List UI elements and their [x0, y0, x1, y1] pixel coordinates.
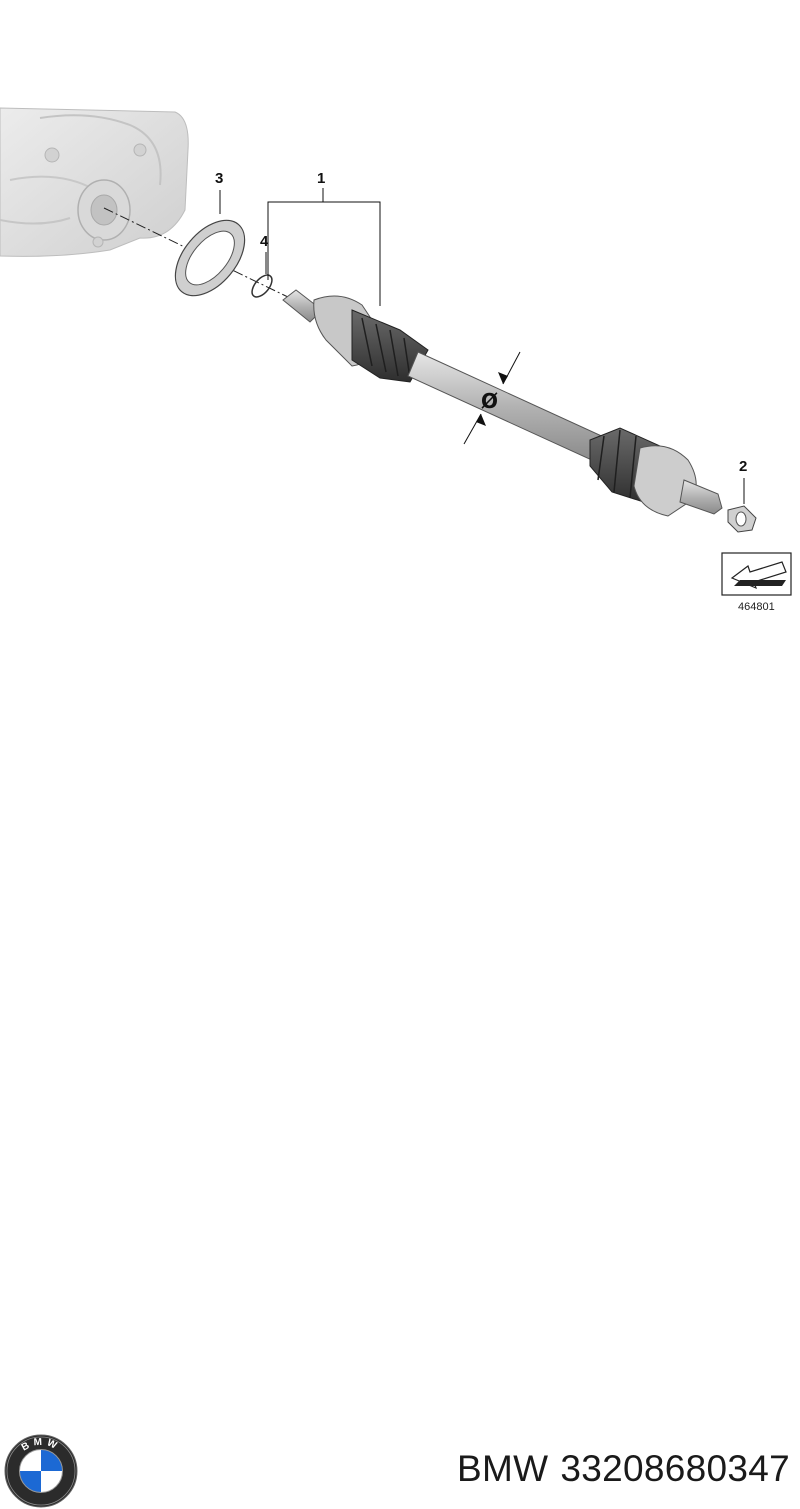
footer: BMW BMW 33208680347	[0, 706, 800, 1508]
callout-number-3: 3	[215, 170, 223, 187]
callout-number-2: 2	[739, 458, 747, 475]
bmw-logo-icon: BMW	[4, 1434, 78, 1508]
part-title: BMW 33208680347	[457, 1448, 790, 1490]
axle-shaft-assembly	[282, 289, 723, 517]
arrow-left-down-icon	[730, 561, 787, 590]
circlip	[251, 274, 273, 298]
shim-ring	[174, 219, 246, 297]
diameter-symbol: Ø	[481, 389, 498, 413]
callout-number-1: 1	[317, 170, 325, 187]
diameter-arrows	[463, 351, 521, 445]
differential-housing	[0, 107, 189, 257]
part-number: 33208680347	[560, 1448, 790, 1489]
brand-name: BMW	[457, 1448, 549, 1489]
reference-code: 464801	[738, 601, 775, 613]
callout-leaders	[219, 188, 745, 504]
collar-nut	[727, 505, 757, 533]
exploded-parts-diagram: Ø 1 3 4 2 464801	[0, 107, 792, 613]
callout-number-4: 4	[260, 233, 269, 250]
reference-arrow-box	[721, 552, 792, 596]
